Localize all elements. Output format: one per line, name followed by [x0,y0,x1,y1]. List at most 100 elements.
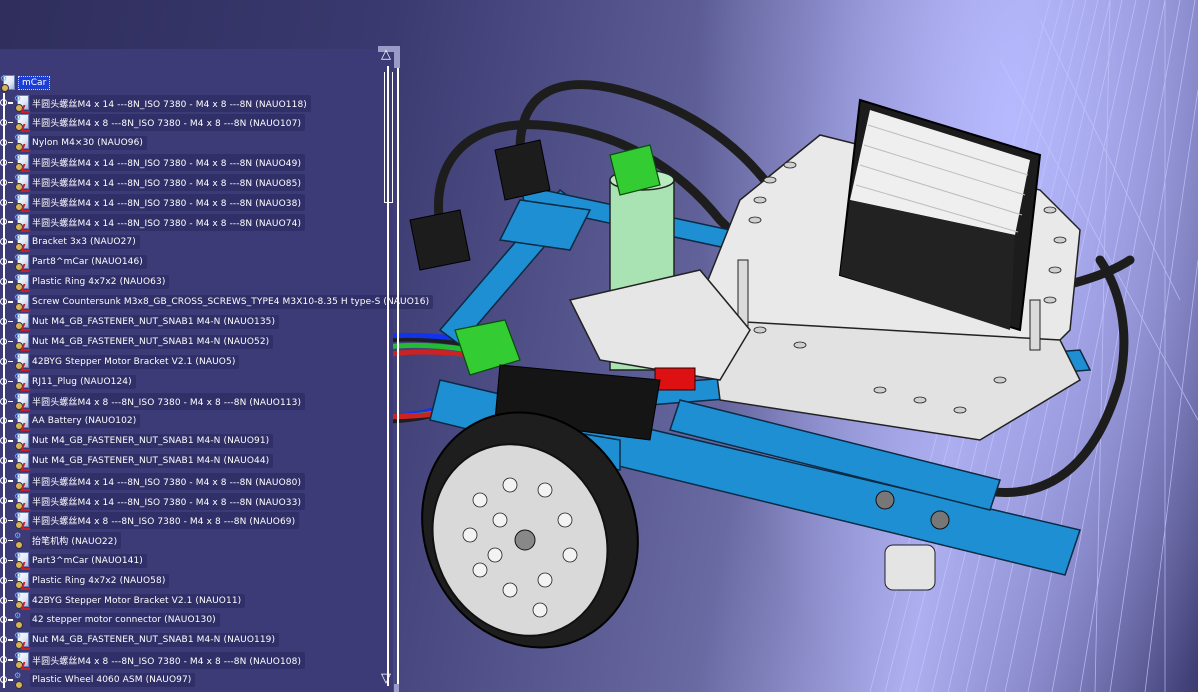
part-icon: ⚙ [14,592,33,610]
tree-node[interactable]: ⚙42BYG Stepper Motor Bracket V2.1 (NAUO1… [0,591,246,611]
tree-expand-connector[interactable] [0,352,14,372]
tree-node-label[interactable]: Nut M4_GB_FASTENER_NUT_SNAB1 M4-N (NAUO1… [30,633,280,648]
tree-node[interactable]: ⚙抬笔机构 (NAUO22) [0,531,122,551]
tree-node-label[interactable]: 半圆头螺丝M4 x 14 ---8N_ISO 7380 - M4 x 8 ---… [30,194,306,211]
tree-node-label[interactable]: 抬笔机构 (NAUO22) [30,532,122,550]
tree-node[interactable]: ⚙半圆头螺丝M4 x 14 ---8N_ISO 7380 - M4 x 8 --… [0,93,311,113]
tree-node-label[interactable]: Plastic Ring 4x7x2 (NAUO63) [30,275,170,290]
tree-node[interactable]: ⚙42BYG Stepper Motor Bracket V2.1 (NAUO5… [0,352,240,372]
tree-node-label[interactable]: AA Battery (NAUO102) [30,414,141,429]
tree-node[interactable]: ⚙半圆头螺丝M4 x 14 ---8N_ISO 7380 - M4 x 8 --… [0,471,306,491]
tree-node-label[interactable]: 42 stepper motor connector (NAUO130) [30,613,220,628]
tree-node-label[interactable]: 半圆头螺丝M4 x 14 ---8N_ISO 7380 - M4 x 8 ---… [30,174,306,192]
tree-node[interactable]: ⚙Nut M4_GB_FASTENER_NUT_SNAB1 M4-N (NAUO… [0,431,274,451]
scroll-thumb[interactable] [384,72,393,203]
tree-node-label[interactable]: Part8^mCar (NAUO146) [30,255,147,270]
tree-node[interactable]: ⚙Bracket 3x3 (NAUO27) [0,232,140,252]
tree-node-label[interactable]: 42BYG Stepper Motor Bracket V2.1 (NAUO5) [30,354,240,369]
tree-expand-connector[interactable] [0,670,14,690]
tree-node-label[interactable]: Plastic Ring 4x7x2 (NAUO58) [30,573,170,588]
tree-expand-connector[interactable] [0,252,14,272]
tree-node-label[interactable]: 半圆头螺丝M4 x 14 ---8N_ISO 7380 - M4 x 8 ---… [30,154,306,172]
tree-node[interactable]: ⚙Part3^mCar (NAUO141) [0,551,147,571]
tree-root-label[interactable]: mCar [18,76,51,90]
tree-node[interactable]: ⚙Nut M4_GB_FASTENER_NUT_SNAB1 M4-N (NAUO… [0,332,274,352]
tree-node[interactable]: ⚙半圆头螺丝M4 x 8 ---8N_ISO 7380 - M4 x 8 ---… [0,511,300,531]
tree-node-label[interactable]: 半圆头螺丝M4 x 14 ---8N_ISO 7380 - M4 x 8 ---… [30,213,306,231]
tree-expand-connector[interactable] [0,431,14,451]
tree-node[interactable]: ⚙半圆头螺丝M4 x 14 ---8N_ISO 7380 - M4 x 8 --… [0,153,306,173]
tree-node[interactable]: ⚙Part8^mCar (NAUO146) [0,252,147,272]
tree-expand-connector[interactable] [0,491,14,511]
scroll-up-arrow-icon[interactable]: △ [381,47,391,62]
tree-node-label[interactable]: Nut M4_GB_FASTENER_NUT_SNAB1 M4-N (NAUO1… [30,314,280,329]
tree-expand-connector[interactable] [0,113,14,133]
tree-expand-connector[interactable] [0,173,14,193]
tree-expand-connector[interactable] [0,630,14,650]
tree-expand-connector[interactable] [0,93,14,113]
tree-node-label[interactable]: 半圆头螺丝M4 x 14 ---8N_ISO 7380 - M4 x 8 ---… [30,492,306,510]
tree-expand-connector[interactable] [0,610,14,630]
tree-node[interactable]: ⚙Plastic Ring 4x7x2 (NAUO63) [0,272,170,292]
tree-expand-connector[interactable] [0,193,14,213]
tree-expand-connector[interactable] [0,591,14,611]
tree-node-label[interactable]: Nylon M4×30 (NAUO96) [30,135,148,150]
tree-node[interactable]: ⚙半圆头螺丝M4 x 8 ---8N_ISO 7380 - M4 x 8 ---… [0,392,306,412]
tree-node[interactable]: ⚙半圆头螺丝M4 x 14 ---8N_ISO 7380 - M4 x 8 --… [0,193,306,213]
tree-node-label[interactable]: Part3^mCar (NAUO141) [30,553,147,568]
tree-expand-connector[interactable] [0,332,14,352]
tree-expand-connector[interactable] [0,571,14,591]
tree-node[interactable]: ⚙42 stepper motor connector (NAUO130) [0,610,220,630]
scroll-down-arrow-icon[interactable]: ▽ [381,671,391,686]
tree-node-label[interactable]: Screw Countersunk M3x8_GB_CROSS_SCREWS_T… [30,295,434,309]
tree-node[interactable]: ⚙Nut M4_GB_FASTENER_NUT_SNAB1 M4-N (NAUO… [0,451,274,471]
tree-expand-connector[interactable] [0,451,14,471]
tree-node[interactable]: ⚙半圆头螺丝M4 x 14 ---8N_ISO 7380 - M4 x 8 --… [0,491,306,511]
tree-expand-connector[interactable] [0,272,14,292]
tree-node-label[interactable]: Nut M4_GB_FASTENER_NUT_SNAB1 M4-N (NAUO4… [30,454,274,469]
tree-node-label[interactable]: 半圆头螺丝M4 x 8 ---8N_ISO 7380 - M4 x 8 ---8… [30,512,300,530]
tree-expand-connector[interactable] [0,531,14,551]
tree-node[interactable]: ⚙半圆头螺丝M4 x 14 ---8N_ISO 7380 - M4 x 8 --… [0,212,306,232]
tree-node-label[interactable]: RJ11_Plug (NAUO124) [30,374,136,389]
tree-node[interactable]: ⚙Nut M4_GB_FASTENER_NUT_SNAB1 M4-N (NAUO… [0,312,280,332]
tree-node-label[interactable]: Plastic Wheel 4060 ASM (NAUO97) [30,673,196,688]
tree-node[interactable]: ⚙Plastic Wheel 4060 ASM (NAUO97) [0,670,196,690]
tree-scrollbar[interactable]: △ ▽ [378,46,400,692]
tree-node[interactable]: ⚙半圆头螺丝M4 x 14 ---8N_ISO 7380 - M4 x 8 --… [0,173,306,193]
tree-node-label[interactable]: 半圆头螺丝M4 x 14 ---8N_ISO 7380 - M4 x 8 ---… [30,472,306,490]
tree-node[interactable]: ⚙AA Battery (NAUO102) [0,411,141,431]
scroll-track[interactable] [387,66,389,686]
tree-expand-connector[interactable] [0,292,14,312]
tree-node-label[interactable]: 半圆头螺丝M4 x 14 ---8N_ISO 7380 - M4 x 8 ---… [30,94,311,112]
tree-node-label[interactable]: 半圆头螺丝M4 x 8 ---8N_ISO 7380 - M4 x 8 ---8… [30,393,306,410]
tree-node[interactable]: ⚙Plastic Ring 4x7x2 (NAUO58) [0,571,170,591]
tree-expand-connector[interactable] [0,232,14,252]
tree-expand-connector[interactable] [0,411,14,431]
tree-node-label[interactable]: 半圆头螺丝M4 x 8 ---8N_ISO 7380 - M4 x 8 ---8… [30,114,306,132]
tree-expand-connector[interactable] [0,312,14,332]
tree-node-label[interactable]: 42BYG Stepper Motor Bracket V2.1 (NAUO11… [30,593,246,608]
tree-expand-connector[interactable] [0,153,14,173]
tree-expand-connector[interactable] [0,551,14,571]
tree-expand-connector[interactable] [0,650,14,670]
tree-node[interactable]: ⚙RJ11_Plug (NAUO124) [0,372,136,392]
tree-node[interactable]: ⚙半圆头螺丝M4 x 8 ---8N_ISO 7380 - M4 x 8 ---… [0,113,306,133]
tree-expand-connector[interactable] [0,471,14,491]
tree-expand-connector[interactable] [0,511,14,531]
tree-node[interactable]: ⚙Screw Countersunk M3x8_GB_CROSS_SCREWS_… [0,292,434,312]
tree-node[interactable]: ⚙半圆头螺丝M4 x 8 ---8N_ISO 7380 - M4 x 8 ---… [0,650,306,670]
tree-node-label[interactable]: Nut M4_GB_FASTENER_NUT_SNAB1 M4-N (NAUO5… [30,334,274,349]
tree-node-label[interactable]: Bracket 3x3 (NAUO27) [30,235,140,250]
tree-expand-connector[interactable] [0,372,14,392]
tree-expand-connector[interactable] [0,133,14,153]
tree-root[interactable]: ⚙ mCar [0,73,51,93]
tree-node[interactable]: ⚙Nut M4_GB_FASTENER_NUT_SNAB1 M4-N (NAUO… [0,630,280,650]
tree-node-label[interactable]: 半圆头螺丝M4 x 8 ---8N_ISO 7380 - M4 x 8 ---8… [30,651,306,669]
tree-node[interactable]: ⚙Nylon M4×30 (NAUO96) [0,133,148,153]
tree-node-label[interactable]: Nut M4_GB_FASTENER_NUT_SNAB1 M4-N (NAUO9… [30,434,274,449]
tree-expand-connector[interactable] [0,392,14,412]
tree-expand-connector[interactable] [0,212,14,232]
